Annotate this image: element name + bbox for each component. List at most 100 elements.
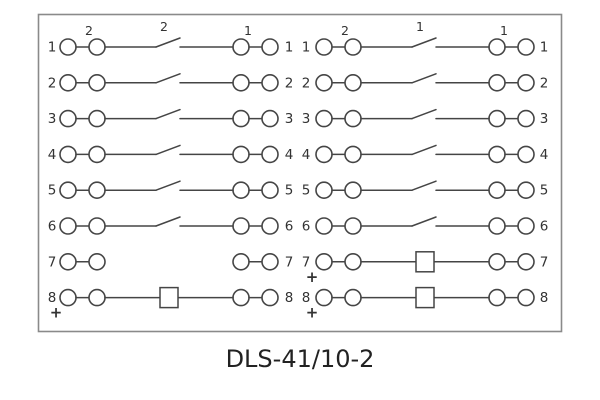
terminal-circle bbox=[488, 145, 506, 164]
terminal-circle bbox=[232, 109, 250, 128]
terminal-circle bbox=[315, 145, 333, 164]
terminal-circle bbox=[344, 145, 362, 164]
terminal-circle bbox=[488, 252, 506, 271]
terminal-circle bbox=[488, 288, 506, 307]
terminal-circle bbox=[232, 252, 250, 271]
terminal-circle bbox=[315, 181, 333, 199]
terminal-number-right: 3 bbox=[285, 111, 294, 127]
terminal-circle bbox=[59, 217, 77, 235]
terminal-circle bbox=[344, 109, 362, 128]
terminal-number-right: 2 bbox=[285, 75, 294, 91]
contact-annotation: 1 bbox=[244, 23, 252, 38]
terminal-circle bbox=[232, 38, 250, 56]
terminal-circle bbox=[232, 181, 250, 199]
terminal-circle bbox=[59, 74, 77, 92]
terminal-number-left: 4 bbox=[302, 147, 311, 163]
terminal-number-right: 6 bbox=[285, 219, 294, 235]
contact-annotation: 2 bbox=[160, 19, 168, 34]
terminal-circle bbox=[315, 217, 333, 235]
terminal-circle bbox=[315, 288, 333, 307]
switch-blade bbox=[155, 37, 181, 48]
terminal-number-left: 2 bbox=[302, 75, 311, 91]
terminal-circle bbox=[315, 252, 333, 271]
terminal-number-left: 1 bbox=[302, 40, 311, 56]
terminal-circle bbox=[517, 145, 535, 164]
terminal-number-right: 4 bbox=[540, 147, 549, 163]
terminal-circle bbox=[315, 74, 333, 92]
terminal-circle bbox=[88, 74, 106, 92]
terminal-number-left: 5 bbox=[302, 183, 311, 199]
switch-blade bbox=[411, 37, 437, 48]
terminal-circle bbox=[88, 181, 106, 199]
terminal-circle bbox=[59, 145, 77, 164]
terminal-number-right: 4 bbox=[285, 147, 294, 163]
terminal-circle bbox=[315, 109, 333, 128]
terminal-circle bbox=[88, 109, 106, 128]
terminal-circle bbox=[232, 288, 250, 307]
terminal-number-right: 1 bbox=[285, 40, 294, 56]
terminal-circle bbox=[59, 288, 77, 307]
terminal-number-left: 3 bbox=[302, 111, 311, 127]
model-caption: DLS-41/10-2 bbox=[226, 345, 375, 373]
terminal-circle bbox=[488, 74, 506, 92]
terminal-circle bbox=[261, 217, 279, 235]
terminal-number-left: 4 bbox=[48, 147, 57, 163]
terminal-circle bbox=[488, 38, 506, 56]
terminal-circle bbox=[88, 145, 106, 164]
terminal-circle bbox=[517, 288, 535, 307]
terminal-circle bbox=[344, 252, 362, 271]
switch-blade bbox=[411, 144, 437, 156]
terminal-circle bbox=[261, 109, 279, 128]
terminal-circle bbox=[517, 252, 535, 271]
terminal-circle bbox=[261, 252, 279, 271]
terminal-number-right: 5 bbox=[540, 183, 549, 199]
terminal-number-left: 1 bbox=[48, 40, 57, 56]
terminal-circle bbox=[88, 38, 106, 56]
terminal-number-left: 5 bbox=[48, 183, 57, 199]
terminal-circle bbox=[59, 109, 77, 128]
resistor-box bbox=[415, 286, 435, 309]
terminal-number-left: 7 bbox=[48, 254, 57, 270]
terminal-number-right: 6 bbox=[540, 219, 549, 235]
terminal-circle bbox=[261, 145, 279, 164]
contact-annotation: 1 bbox=[416, 19, 424, 34]
terminal-circle bbox=[88, 288, 106, 307]
switch-blade bbox=[155, 144, 181, 156]
terminal-number-right: 7 bbox=[285, 254, 294, 270]
terminal-circle bbox=[261, 288, 279, 307]
terminal-circle bbox=[517, 181, 535, 199]
terminal-circle bbox=[517, 38, 535, 56]
diagram-border bbox=[37, 13, 563, 333]
terminal-number-right: 2 bbox=[540, 75, 549, 91]
terminal-circle bbox=[315, 38, 333, 56]
terminal-circle bbox=[261, 74, 279, 92]
terminal-circle bbox=[261, 38, 279, 56]
terminal-circle bbox=[517, 109, 535, 128]
terminal-number-right: 7 bbox=[540, 254, 549, 270]
polarity-plus-sign: + bbox=[50, 304, 63, 322]
terminal-circle bbox=[488, 181, 506, 199]
polarity-plus-sign: + bbox=[306, 268, 319, 286]
terminal-circle bbox=[232, 74, 250, 92]
contact-annotation: 2 bbox=[341, 23, 349, 38]
terminal-circle bbox=[232, 145, 250, 164]
switch-blade bbox=[411, 108, 437, 120]
switch-blade bbox=[411, 216, 437, 227]
terminal-number-left: 7 bbox=[302, 254, 311, 270]
terminal-number-right: 1 bbox=[540, 40, 549, 56]
terminal-circle bbox=[517, 74, 535, 92]
switch-blade bbox=[155, 216, 181, 227]
resistor-box bbox=[159, 286, 179, 309]
terminal-circle bbox=[488, 109, 506, 128]
terminal-number-left: 2 bbox=[48, 75, 57, 91]
terminal-number-right: 8 bbox=[285, 290, 294, 306]
terminal-circle bbox=[517, 217, 535, 235]
terminal-circle bbox=[344, 38, 362, 56]
switch-blade bbox=[155, 108, 181, 120]
switch-blade bbox=[411, 73, 437, 84]
polarity-plus-sign: + bbox=[306, 304, 319, 322]
switch-blade bbox=[155, 180, 181, 191]
terminal-circle bbox=[59, 252, 77, 271]
